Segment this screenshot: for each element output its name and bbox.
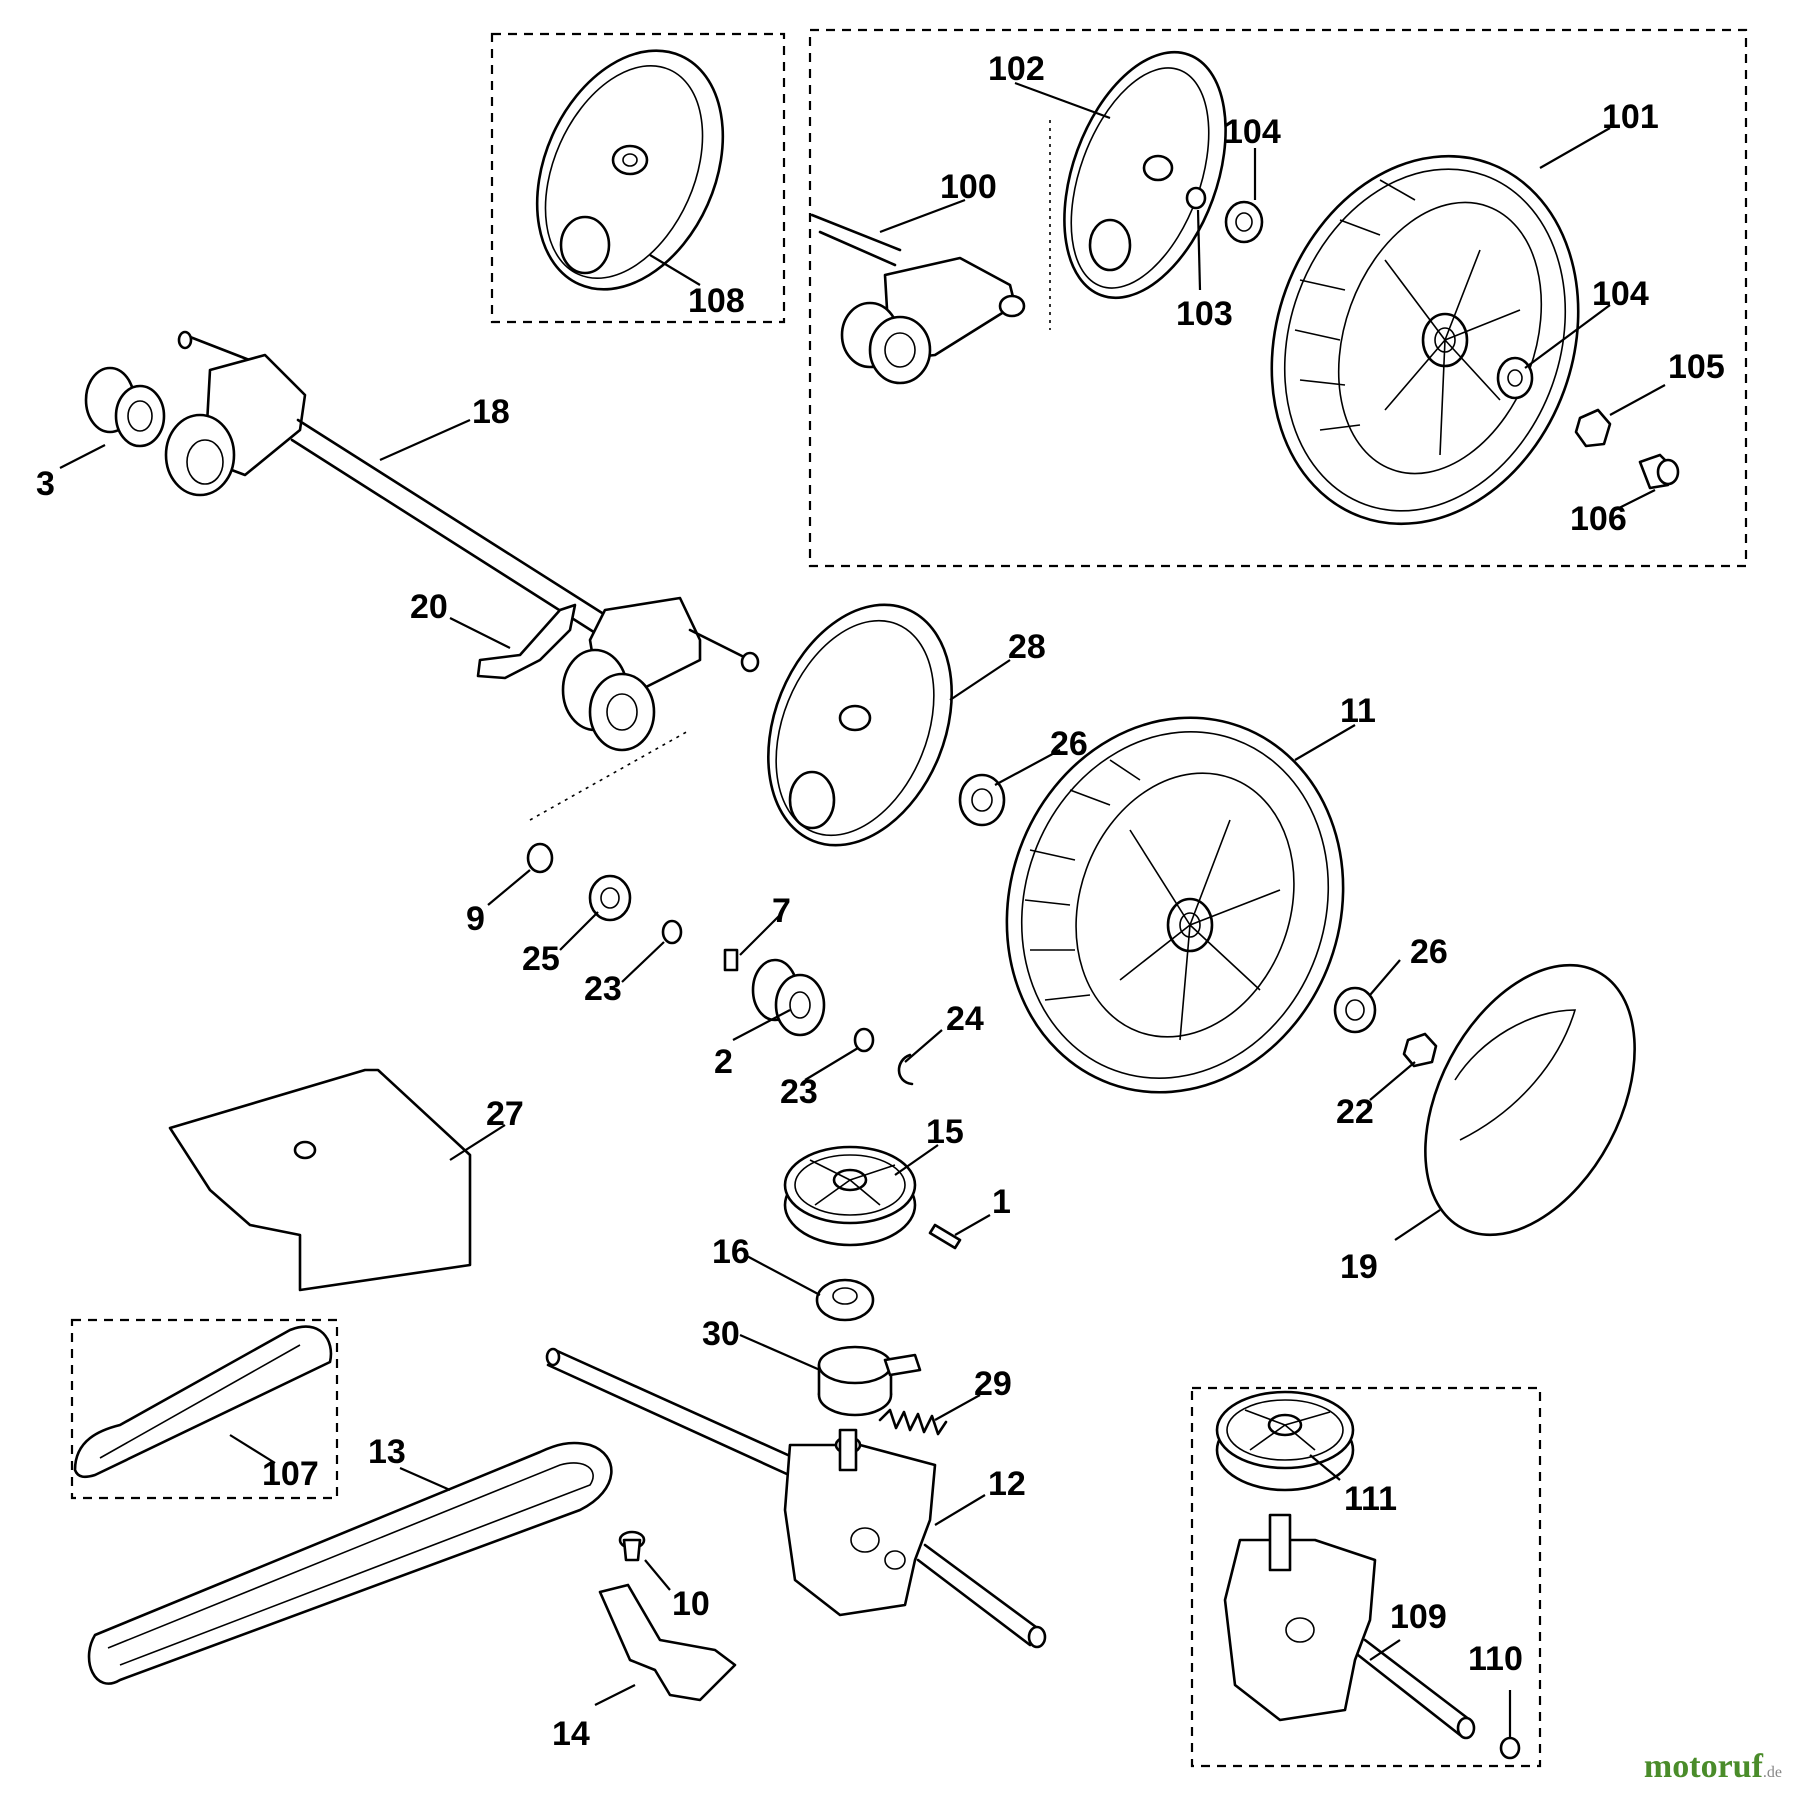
part-26-bearing-lower [1333,986,1377,1034]
label-109: 109 [1390,1598,1447,1636]
box-100-106 [808,28,1748,568]
part-24-circlip [897,1053,914,1086]
label-26-upper: 26 [1050,725,1088,763]
leader-lines [59,81,1666,1738]
part-12-gearbox [545,1347,1047,1649]
label-104-lower: 104 [1592,275,1649,313]
label-28: 28 [1008,628,1046,666]
label-107: 107 [262,1455,319,1493]
part-11-wheel [1005,716,1345,1094]
part-13-belt [87,1441,613,1685]
part-107-belt [73,1325,333,1479]
part-9-washer [526,842,554,874]
part-30-collar [817,1345,922,1417]
part-27-cover-plate [168,1068,472,1292]
label-15: 15 [926,1113,964,1151]
label-102: 102 [988,50,1045,88]
label-110: 110 [1468,1640,1523,1678]
label-20: 20 [410,588,448,626]
label-18: 18 [472,393,510,431]
part-29-spring [878,1408,948,1436]
watermark-brand: motoruf [1643,1748,1763,1785]
watermark-logo: motoruf.de [1644,1748,1782,1786]
part-2-gear [751,958,826,1037]
part-3-pinion [84,366,166,448]
label-108: 108 [688,282,745,320]
label-111: 111 [1344,1480,1397,1518]
label-104-upper: 104 [1224,113,1281,151]
label-25: 25 [522,940,560,978]
label-14: 14 [552,1715,590,1753]
part-22-nut [1402,1032,1438,1068]
label-12: 12 [988,1465,1026,1503]
part-16-bearing [815,1278,875,1322]
label-11: 11 [1340,692,1376,730]
part-27-hole [293,1140,317,1160]
label-16: 16 [712,1233,750,1271]
label-10: 10 [672,1585,710,1623]
part-102-hubcap [1063,50,1227,300]
part-104-bearing-upper [1224,200,1264,244]
part-109-gearbox [1223,1513,1476,1740]
part-19-cover [1424,963,1636,1237]
part-23-ring-upper [661,919,683,945]
label-100: 100 [940,168,997,206]
part-103-washer [1185,186,1207,210]
label-27: 27 [486,1095,524,1133]
label-106: 106 [1570,500,1627,538]
part-108-hubcap [535,49,725,291]
label-22: 22 [1336,1093,1374,1131]
part-25-bearing [588,874,632,922]
watermark-suffix: .de [1762,1764,1782,1781]
label-23-lower: 23 [780,1073,818,1111]
part-110-clip [1499,1736,1521,1760]
part-26-bearing-upper [958,773,1006,827]
part-111-pulley [1215,1390,1355,1492]
label-2: 2 [714,1043,733,1081]
label-101: 101 [1602,98,1659,136]
part-28-hubcap [767,603,953,847]
label-30: 30 [702,1315,740,1353]
box-109-111 [1190,1386,1542,1768]
part-1-pin [928,1223,962,1250]
label-26-lower: 26 [1410,933,1448,971]
part-15-pulley [783,1145,917,1247]
label-24: 24 [946,1000,984,1038]
label-103: 103 [1176,295,1233,333]
label-105: 105 [1668,348,1725,386]
label-29: 29 [974,1365,1012,1403]
box-108 [490,32,786,324]
label-7: 7 [772,892,791,930]
part-100-bracket [810,120,1051,385]
label-9: 9 [466,900,485,938]
label-13: 13 [368,1433,406,1471]
part-105-nut [1574,408,1612,448]
label-23-upper: 23 [584,970,622,1008]
part-20-clip [476,603,577,680]
box-107 [70,1318,339,1500]
part-101-wheel [1270,154,1580,526]
part-106-bolt [1638,453,1680,490]
part-23-ring-lower [853,1027,875,1053]
part-14-bracket [598,1583,737,1702]
label-19: 19 [1340,1248,1378,1286]
label-1: 1 [992,1183,1011,1221]
label-3: 3 [36,465,55,503]
part-18-axle [164,330,760,821]
part-7-key [723,948,739,972]
part-10-bolt [618,1530,646,1562]
